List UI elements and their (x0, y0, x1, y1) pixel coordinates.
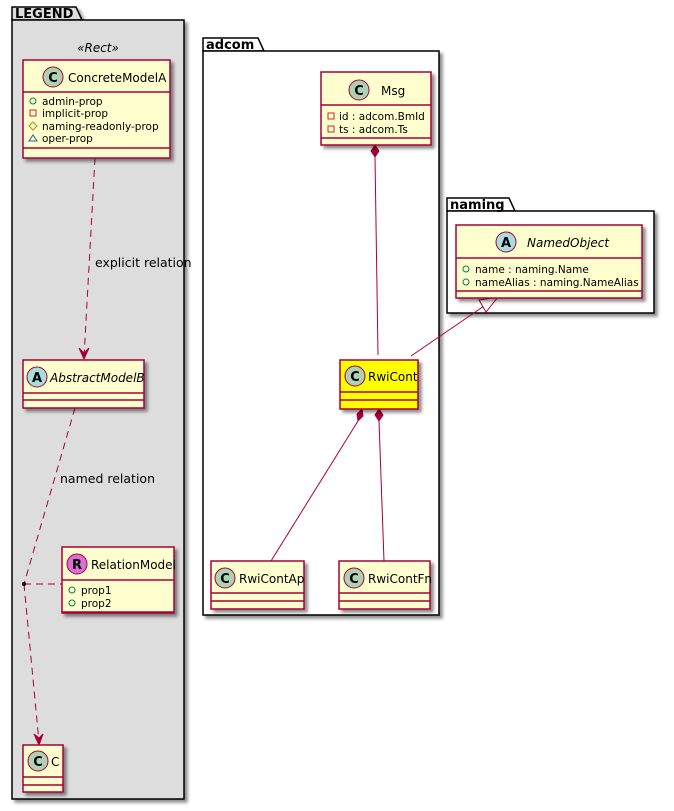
association-point (22, 582, 26, 586)
edge-named-relation-lower (23, 583, 40, 743)
edge-rwicont-rwicontap (270, 420, 359, 562)
protected-visibility-icon (28, 121, 38, 131)
edge-label-explicit-relation: explicit relation (95, 255, 192, 270)
attribute-row: name : naming.Name (462, 264, 589, 276)
class-name: Msg (381, 84, 405, 98)
class-rwicont[interactable]: C RwiCont (339, 359, 419, 410)
class-name: RelationModel (91, 558, 176, 572)
public-visibility-icon (462, 265, 470, 273)
package-adcom-name: adcom (206, 38, 254, 53)
edge-rwicont-rwicontfn (378, 420, 385, 562)
attribute-text: ts : adcom.Ts (339, 124, 408, 136)
attribute-row: oper-prop (28, 133, 93, 145)
class-abstractmodelb[interactable]: A AbstractModelB (22, 359, 145, 409)
composition-diamond-rwicontfn (374, 408, 384, 422)
attribute-row: prop2 (68, 598, 112, 610)
class-name: ConcreteModelA (68, 71, 167, 85)
attribute-text: prop2 (81, 598, 112, 610)
package-visibility-icon (28, 134, 38, 142)
composition-diamond-msg (370, 144, 380, 158)
attribute-row: nameAlias : naming.NameAlias (462, 277, 639, 289)
package-legend-name: LEGEND (15, 7, 74, 22)
class-name: AbstractModelB (49, 371, 145, 385)
class-icon-letter: C (48, 71, 58, 86)
attribute-row: ts : adcom.Ts (327, 124, 408, 136)
edge-named-relation-arrowhead (33, 733, 44, 747)
attribute-row: naming-readonly-prop (28, 121, 159, 133)
abstract-class-icon (495, 231, 517, 253)
class-icon-letter: C (220, 572, 230, 587)
attribute-text: naming-readonly-prop (42, 121, 159, 133)
class-name: NamedObject (527, 236, 610, 250)
class-icon-letter: C (33, 755, 43, 770)
private-visibility-icon (29, 109, 37, 117)
attribute-text: prop1 (81, 585, 112, 597)
attribute-text: admin-prop (42, 96, 103, 108)
class-icon-letter: C (350, 370, 360, 385)
class-msg[interactable]: C Msg id : adcom.BmId ts : adcom.Ts (320, 71, 432, 146)
composition-diamond-rwicontap (356, 407, 364, 423)
relation-class-icon (66, 553, 88, 575)
attribute-row: admin-prop (29, 96, 103, 108)
attribute-text: nameAlias : naming.NameAlias (475, 277, 639, 289)
private-visibility-icon (327, 125, 335, 133)
class-icon-letter: R (72, 558, 82, 573)
attribute-row: id : adcom.BmId (327, 111, 425, 123)
class-icon-letter: A (501, 236, 511, 251)
class-icon (344, 365, 366, 387)
class-name: RwiCont (368, 370, 418, 384)
package-naming-name: naming (450, 198, 505, 213)
class-name: RwiContAp (239, 572, 304, 586)
class-icon (348, 79, 370, 101)
public-visibility-icon (68, 586, 76, 594)
attribute-text: oper-prop (42, 133, 93, 145)
class-icon-letter: C (349, 572, 359, 587)
abstract-class-icon (26, 366, 48, 388)
class-c[interactable]: C C (22, 744, 64, 793)
edges: explicit relation named relation (22, 144, 500, 747)
edge-named-relation-upper (23, 407, 76, 585)
public-visibility-icon (462, 278, 470, 286)
class-relationmodel[interactable]: R RelationModel prop1 prop2 (61, 546, 176, 614)
class-name: C (51, 755, 59, 769)
class-icon-letter: C (354, 84, 364, 99)
class-concretemodela[interactable]: C ConcreteModelA admin-prop implicit-pro… (22, 59, 171, 159)
edge-explicit-relation (83, 157, 96, 358)
class-name: RwiContFn (368, 572, 432, 586)
attribute-text: name : naming.Name (475, 264, 589, 276)
edge-rwicont-namedobject (410, 303, 488, 357)
edge-msg-rwicont (374, 156, 379, 356)
class-icon (214, 567, 236, 589)
edge-explicit-arrowhead (78, 347, 90, 361)
class-icon (343, 567, 365, 589)
edge-label-named-relation: named relation (60, 471, 155, 486)
class-icon (42, 66, 64, 88)
attribute-row: implicit-prop (29, 108, 108, 120)
public-visibility-icon (68, 599, 76, 607)
class-namedobject[interactable]: A NamedObject name : naming.Name nameAli… (455, 224, 643, 299)
class-icon-letter: A (32, 371, 42, 386)
attribute-text: implicit-prop (42, 108, 108, 120)
attribute-row: prop1 (68, 585, 112, 597)
public-visibility-icon (29, 97, 37, 105)
private-visibility-icon (327, 112, 335, 120)
class-rwicontfn[interactable]: C RwiContFn (338, 560, 432, 610)
class-rwicontap[interactable]: C RwiContAp (210, 560, 305, 610)
class-icon (27, 750, 49, 772)
attribute-text: id : adcom.BmId (339, 111, 425, 123)
package-legend-stereotype: «Rect» (77, 41, 119, 55)
